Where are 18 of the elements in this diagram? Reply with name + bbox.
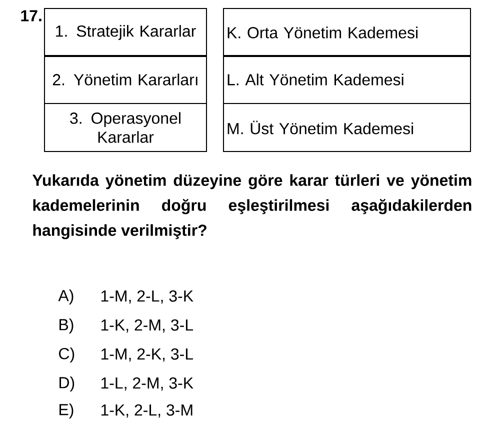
table-cell: K. Orta Yönetim Kademesi <box>223 8 471 57</box>
question-text: Yukarıda yönetim düzeyine göre karar türleri ve yönetim kademelerinin doğru eşleştirilmesi aşağıdakilerden hangisinde verilmiştir? <box>32 174 472 240</box>
table-cell: L. Alt Yönetim Kademesi <box>223 55 471 104</box>
table-cell: M. Üst Yönetim Kademesi <box>223 103 471 152</box>
option-letter: A) <box>58 290 74 304</box>
table-cell: 2. Yönetim Kararları <box>44 55 207 104</box>
option-letter: B) <box>60 318 74 334</box>
option-letter: D) <box>60 376 74 392</box>
table-cell: 1. Stratejik Kararlar <box>44 8 207 57</box>
option-letter: C) <box>59 348 74 362</box>
option-text: 1-M, 2-K, 3-L <box>101 348 193 362</box>
option-text: 1-L, 2-M, 3-K <box>101 377 194 391</box>
option-text: 1-K, 2-L, 3-M <box>101 404 192 418</box>
question-number: 17. <box>21 10 42 22</box>
option-text: 1-M, 2-L, 3-K <box>101 290 194 304</box>
option-text: 1-K, 2-M, 3-L <box>101 319 193 333</box>
table-cell: 3. Operasyonel Kararlar <box>44 103 207 152</box>
option-letter: E) <box>60 404 74 418</box>
